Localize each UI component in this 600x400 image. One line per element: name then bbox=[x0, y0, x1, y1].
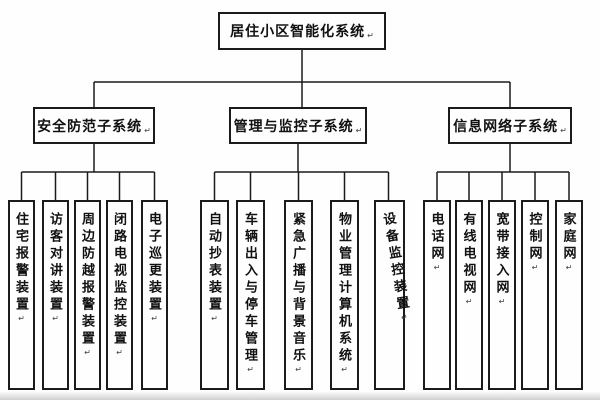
paragraph-mark: ↵ bbox=[560, 125, 567, 135]
leaf-patrol-device: 电子巡更装置↵ bbox=[141, 200, 168, 390]
leaf-home-net: 家庭网↵ bbox=[555, 200, 583, 390]
paragraph-mark: ↵ bbox=[246, 365, 255, 374]
subsystem-label: 信息网络子系统↵ bbox=[453, 117, 567, 135]
paragraph-mark: ↵ bbox=[464, 297, 474, 306]
paragraph-mark: ↵ bbox=[399, 312, 410, 323]
leaf-broadcast-music: 紧急广播与背景音乐↵ bbox=[284, 200, 313, 390]
leaf-label: 有线电视网↵ bbox=[461, 212, 477, 306]
paragraph-mark: ↵ bbox=[115, 348, 124, 357]
leaf-equipment-monitor: 设备监控装置↵ bbox=[374, 200, 411, 390]
leaf-telephone-net: 电话网↵ bbox=[423, 200, 451, 390]
leaf-broadband-net: 宽带接入网↵ bbox=[488, 200, 516, 390]
leaf-property-computer: 物业管理计算机系统↵ bbox=[330, 200, 359, 390]
leaf-label: 控制网↵ bbox=[527, 212, 543, 272]
subsystem-label: 安全防范子系统↵ bbox=[37, 117, 151, 135]
leaf-label: 自动抄表装置↵ bbox=[207, 212, 222, 323]
leaf-label: 宽带接入网↵ bbox=[494, 212, 510, 306]
leaf-control-net: 控制网↵ bbox=[521, 200, 549, 390]
leaf-label: 家庭网↵ bbox=[561, 212, 577, 272]
paragraph-mark: ↵ bbox=[367, 31, 374, 40]
leaf-cctv-monitor: 闭路电视监控装置↵ bbox=[106, 200, 133, 390]
paragraph-mark: ↵ bbox=[432, 263, 442, 272]
root-label: 居住小区智能化系统↵ bbox=[230, 23, 374, 40]
leaf-label: 电话网↵ bbox=[429, 212, 445, 272]
leaf-perimeter-alarm: 周边防越报警装置↵ bbox=[74, 200, 101, 390]
leaf-label: 物业管理计算机系统↵ bbox=[337, 212, 352, 374]
leaf-label: 住宅报警装置↵ bbox=[14, 212, 29, 323]
leaf-label: 紧急广播与背景音乐↵ bbox=[291, 212, 306, 374]
leaf-label: 设备监控装置↵ bbox=[380, 210, 412, 323]
paragraph-mark: ↵ bbox=[294, 365, 303, 374]
paragraph-mark: ↵ bbox=[564, 263, 574, 272]
paragraph-mark: ↵ bbox=[83, 348, 92, 357]
leaf-residential-alarm: 住宅报警装置↵ bbox=[8, 200, 35, 390]
paragraph-mark: ↵ bbox=[530, 263, 540, 272]
subsystem-node-management: 管理与监控子系统↵ bbox=[229, 107, 367, 144]
root-node: 居住小区智能化系统↵ bbox=[218, 12, 386, 50]
paragraph-mark: ↵ bbox=[150, 314, 159, 323]
subsystem-node-network: 信息网络子系统↵ bbox=[448, 107, 572, 144]
leaf-label: 闭路电视监控装置↵ bbox=[112, 212, 127, 357]
paragraph-mark: ↵ bbox=[17, 314, 26, 323]
paragraph-mark: ↵ bbox=[497, 297, 507, 306]
leaf-catv-net: 有线电视网↵ bbox=[455, 200, 483, 390]
leaf-meter-reading: 自动抄表装置↵ bbox=[200, 200, 229, 390]
paragraph-mark: ↵ bbox=[340, 365, 349, 374]
leaf-label: 电子巡更装置↵ bbox=[147, 212, 162, 323]
subsystem-label: 管理与监控子系统↵ bbox=[233, 117, 363, 135]
subsystem-node-security: 安全防范子系统↵ bbox=[33, 107, 155, 144]
leaf-visitor-intercom: 访客对讲装置↵ bbox=[42, 200, 69, 390]
leaf-label: 车辆出入与停车管理↵ bbox=[243, 212, 258, 374]
paragraph-mark: ↵ bbox=[210, 314, 219, 323]
leaf-label: 访客对讲装置↵ bbox=[48, 212, 63, 323]
paragraph-mark: ↵ bbox=[355, 125, 363, 135]
paragraph-mark: ↵ bbox=[144, 125, 151, 135]
paragraph-mark: ↵ bbox=[51, 314, 60, 323]
leaf-vehicle-parking: 车辆出入与停车管理↵ bbox=[236, 200, 265, 390]
leaf-label: 周边防越报警装置↵ bbox=[80, 212, 95, 357]
